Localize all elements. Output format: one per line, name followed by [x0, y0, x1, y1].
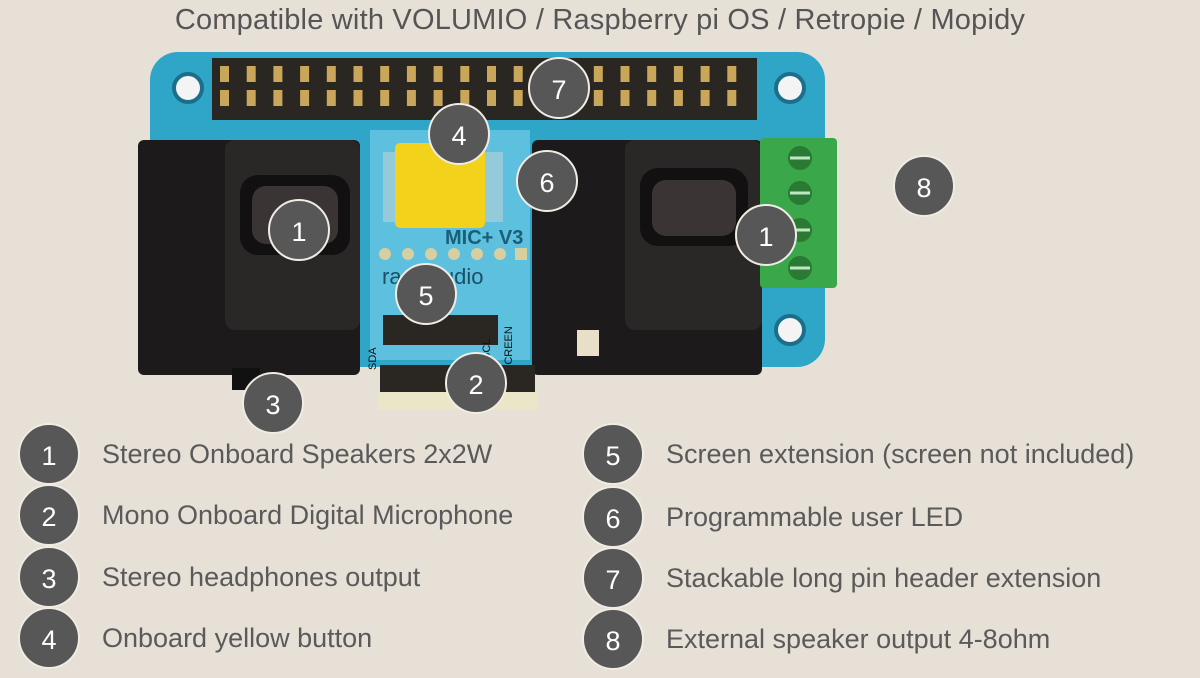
header-pin [487, 66, 496, 82]
header-pin [406, 90, 416, 106]
header-pin [513, 66, 523, 82]
header-pin [300, 66, 310, 82]
header-pin [353, 90, 363, 106]
header-pin [727, 90, 737, 106]
header-pin [620, 90, 630, 106]
header-pin [433, 90, 443, 106]
marker-4-button: 4 [428, 103, 490, 165]
header-pin [246, 90, 256, 106]
header-pin [326, 66, 336, 82]
header-pin [273, 90, 283, 106]
header-pin [406, 66, 416, 82]
header-pin [433, 66, 443, 82]
silk-screen: SCREEN [503, 326, 515, 372]
header-pin [220, 66, 229, 82]
board-photo: MIC+ V3 raspiaudio SDA SCL SCREEN 1 1 2 … [138, 52, 955, 434]
legend-item-7: 7 Stackable long pin header extension [582, 547, 1101, 609]
header-pin [700, 66, 710, 82]
legend-text-8: External speaker output 4-8ohm [666, 623, 1051, 654]
legend-badge-8: 8 [582, 608, 644, 670]
header-pin [673, 90, 683, 106]
header-pin [513, 90, 523, 106]
legend-text-6: Programmable user LED [666, 501, 964, 532]
compatibility-title: Compatible with VOLUMIO / Raspberry pi O… [174, 4, 1026, 36]
marker-1-right-speaker: 1 [735, 204, 797, 266]
header-pin [620, 66, 630, 82]
marker-6-led: 6 [516, 150, 578, 212]
legend-item-3: 3 Stereo headphones output [18, 546, 420, 608]
header-pin [300, 90, 310, 106]
legend-item-6: 6 Programmable user LED [582, 486, 963, 548]
legend-badge-5: 5 [582, 423, 644, 485]
legend-badge-6: 6 [582, 486, 644, 548]
marker-8-terminal: 8 [893, 155, 955, 217]
mount-hole-br [774, 314, 806, 346]
mount-hole-tl [172, 72, 204, 104]
marker-3-headphone: 3 [242, 372, 304, 434]
header-pin [353, 66, 363, 82]
legend-item-2: 2 Mono Onboard Digital Microphone [18, 484, 513, 546]
legend-text-1: Stereo Onboard Speakers 2x2W [102, 438, 493, 469]
board-illustration: MIC+ V3 raspiaudio SDA SCL SCREEN [138, 52, 837, 410]
legend-badge-1: 1 [18, 423, 80, 485]
header-pin [220, 90, 229, 106]
legend-badge-3: 3 [18, 546, 80, 608]
silk-sda: SDA [367, 347, 379, 370]
mount-hole-tr [774, 72, 806, 104]
legend-text-2: Mono Onboard Digital Microphone [102, 499, 514, 530]
legend-text-3: Stereo headphones output [102, 561, 421, 592]
header-pin [380, 66, 390, 82]
user-led [577, 330, 599, 356]
legend-item-4: 4 Onboard yellow button [18, 607, 372, 669]
header-pin [647, 66, 657, 82]
legend-badge-4: 4 [18, 607, 80, 669]
header-pin [460, 66, 470, 82]
header-pin [700, 90, 710, 106]
header-pin [593, 90, 603, 106]
header-pin [326, 90, 336, 106]
legend-item-1: 1 Stereo Onboard Speakers 2x2W [18, 423, 492, 485]
header-pin [647, 90, 657, 106]
screen-pin-row [379, 248, 527, 260]
legend-text-7: Stackable long pin header extension [666, 562, 1102, 593]
legend-text-5: Screen extension (screen not included) [666, 438, 1135, 469]
marker-1-left-speaker: 1 [268, 199, 330, 261]
header-pin [246, 66, 256, 82]
header-pin [727, 66, 737, 82]
marker-7-header: 7 [528, 57, 590, 119]
board-model-label: MIC+ V3 [445, 227, 523, 249]
marker-2-microphone: 2 [445, 352, 507, 414]
marker-5-screen: 5 [395, 263, 457, 325]
legend-badge-2: 2 [18, 484, 80, 546]
header-pin [673, 66, 683, 82]
header-pin [273, 66, 283, 82]
legend-item-5: 5 Screen extension (screen not included) [582, 423, 1134, 485]
legend-badge-7: 7 [582, 547, 644, 609]
legend-item-8: 8 External speaker output 4-8ohm [582, 608, 1050, 670]
legend-text-4: Onboard yellow button [102, 622, 373, 653]
header-pin [593, 66, 603, 82]
header-pin [487, 90, 496, 106]
header-pin [460, 90, 470, 106]
header-pin [380, 90, 390, 106]
